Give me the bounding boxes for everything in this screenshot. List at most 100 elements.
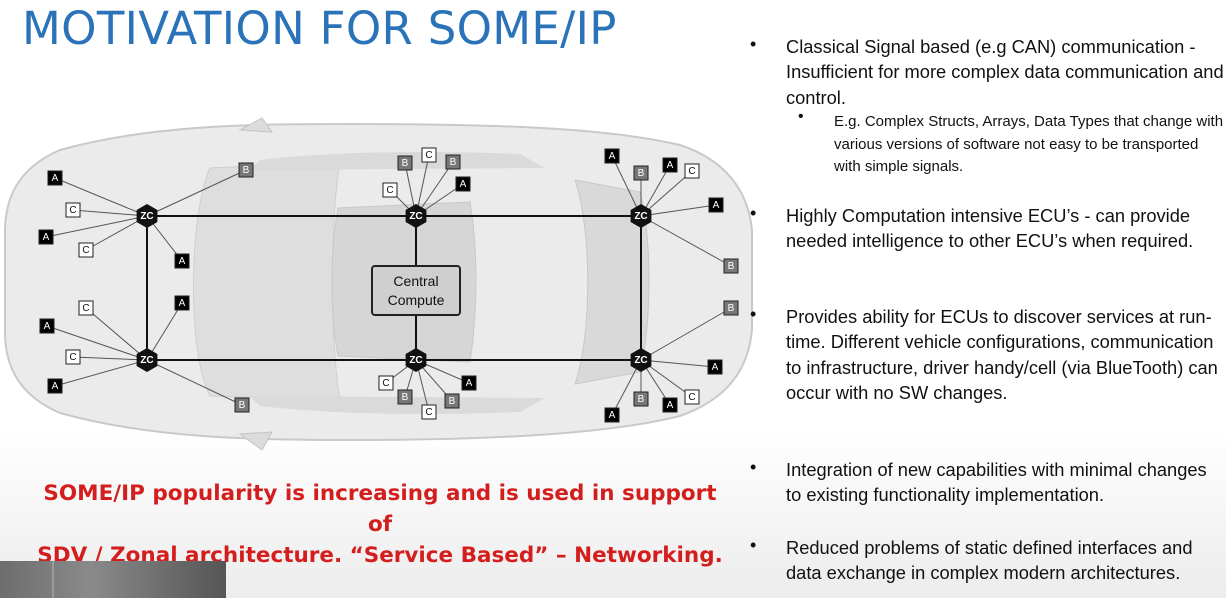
ecu-node-b: B (238, 162, 254, 178)
svg-text:B: B (402, 392, 409, 403)
svg-text:ZC: ZC (140, 211, 153, 222)
svg-text:ZC: ZC (634, 355, 647, 366)
central-compute-box: Central Compute (371, 265, 461, 316)
ecu-node-b: B (723, 258, 739, 274)
ecu-node-c: C (421, 404, 437, 420)
ecu-node-b: B (723, 300, 739, 316)
ecu-node-c: C (378, 375, 394, 391)
zonal-controller: ZC (136, 348, 158, 372)
ecu-link (415, 161, 454, 217)
svg-text:A: A (52, 173, 59, 184)
svg-text:A: A (179, 298, 186, 309)
bullet-dot-icon: • (750, 304, 757, 324)
ecu-link (46, 325, 148, 361)
svg-text:B: B (450, 157, 457, 168)
svg-text:A: A (667, 400, 674, 411)
bullet-text: Reduced problems of static defined inter… (786, 537, 1193, 584)
svg-text:ZC: ZC (409, 355, 422, 366)
ecu-node-c: C (684, 389, 700, 405)
svg-text:C: C (82, 303, 89, 314)
ecu-node-a: A (604, 148, 620, 164)
highlight-note: SOME/IP popularity is increasing and is … (30, 478, 730, 571)
central-compute-line1: Central (393, 273, 438, 289)
svg-text:C: C (425, 150, 432, 161)
ecu-node-c: C (684, 163, 700, 179)
svg-text:A: A (713, 200, 720, 211)
svg-text:A: A (466, 378, 473, 389)
zonal-controller: ZC (405, 204, 427, 228)
bullet-text: Classical Signal based (e.g CAN) communi… (786, 36, 1224, 108)
ecu-node-b: B (445, 154, 461, 170)
slide-title: MOTIVATION FOR SOME/IP (22, 2, 617, 55)
bullet-dot-icon: • (798, 108, 804, 125)
ecu-link (640, 204, 717, 217)
central-compute-line2: Compute (388, 292, 445, 308)
ecu-node-c: C (421, 147, 437, 163)
ecu-node-c: C (382, 182, 398, 198)
ecu-node-a: A (47, 378, 63, 394)
bullet-dot-icon: • (750, 457, 757, 477)
svg-text:B: B (728, 303, 735, 314)
svg-text:A: A (179, 256, 186, 267)
svg-text:B: B (402, 158, 409, 169)
bullet-dot-icon: • (750, 535, 757, 555)
ecu-node-a: A (174, 253, 190, 269)
ecu-node-b: B (397, 155, 413, 171)
bullet-text: Integration of new capabilities with min… (786, 459, 1207, 506)
ecu-node-a: A (455, 176, 471, 192)
svg-text:A: A (609, 151, 616, 162)
ecu-node-c: C (78, 300, 94, 316)
svg-text:B: B (243, 165, 250, 176)
ecu-link (45, 215, 148, 238)
ecu-link (85, 307, 148, 361)
highlight-note-line1: SOME/IP popularity is increasing and is … (43, 481, 717, 537)
svg-text:B: B (728, 261, 735, 272)
ecu-link (640, 170, 693, 217)
zonal-controller: ZC (630, 348, 652, 372)
svg-text:C: C (69, 205, 76, 216)
bullet-text: Highly Computation intensive ECU’s - can… (786, 205, 1194, 252)
ecu-node-b: B (234, 397, 250, 413)
ecu-link (54, 177, 148, 217)
webcam-thumbnail (0, 561, 226, 598)
ecu-node-c: C (65, 202, 81, 218)
svg-text:A: A (460, 179, 467, 190)
zonal-controller: ZC (405, 348, 427, 372)
svg-text:C: C (386, 185, 393, 196)
bullet-dot-icon: • (750, 203, 757, 223)
ecu-node-a: A (708, 197, 724, 213)
sub-bullet-text: E.g. Complex Structs, Arrays, Data Types… (834, 113, 1224, 175)
backbone-ring (146, 215, 642, 361)
ecu-node-a: A (662, 397, 678, 413)
ecu-node-b: B (633, 391, 649, 407)
svg-text:C: C (69, 352, 76, 363)
svg-text:A: A (712, 362, 719, 373)
svg-text:A: A (667, 160, 674, 171)
svg-text:C: C (425, 407, 432, 418)
bullet-text: Provides ability for ECUs to discover se… (786, 306, 1218, 404)
ecu-node-a: A (662, 157, 678, 173)
ecu-node-a: A (38, 229, 54, 245)
ecu-node-a: A (174, 295, 190, 311)
ecu-link (640, 359, 716, 368)
ecu-link (146, 169, 247, 217)
svg-text:C: C (82, 245, 89, 256)
svg-text:A: A (52, 381, 59, 392)
ecu-node-b: B (397, 389, 413, 405)
svg-text:ZC: ZC (140, 355, 153, 366)
ecu-link (72, 209, 148, 217)
ecu-link (54, 359, 148, 387)
svg-text:C: C (688, 392, 695, 403)
svg-text:B: B (638, 394, 645, 405)
ecu-node-a: A (707, 359, 723, 375)
svg-text:B: B (449, 396, 456, 407)
svg-text:C: C (688, 166, 695, 177)
bullet-dot-icon: • (750, 34, 757, 54)
svg-text:A: A (44, 321, 51, 332)
svg-text:C: C (382, 378, 389, 389)
svg-text:ZC: ZC (409, 211, 422, 222)
ecu-node-c: C (65, 349, 81, 365)
ecu-link (640, 307, 732, 361)
